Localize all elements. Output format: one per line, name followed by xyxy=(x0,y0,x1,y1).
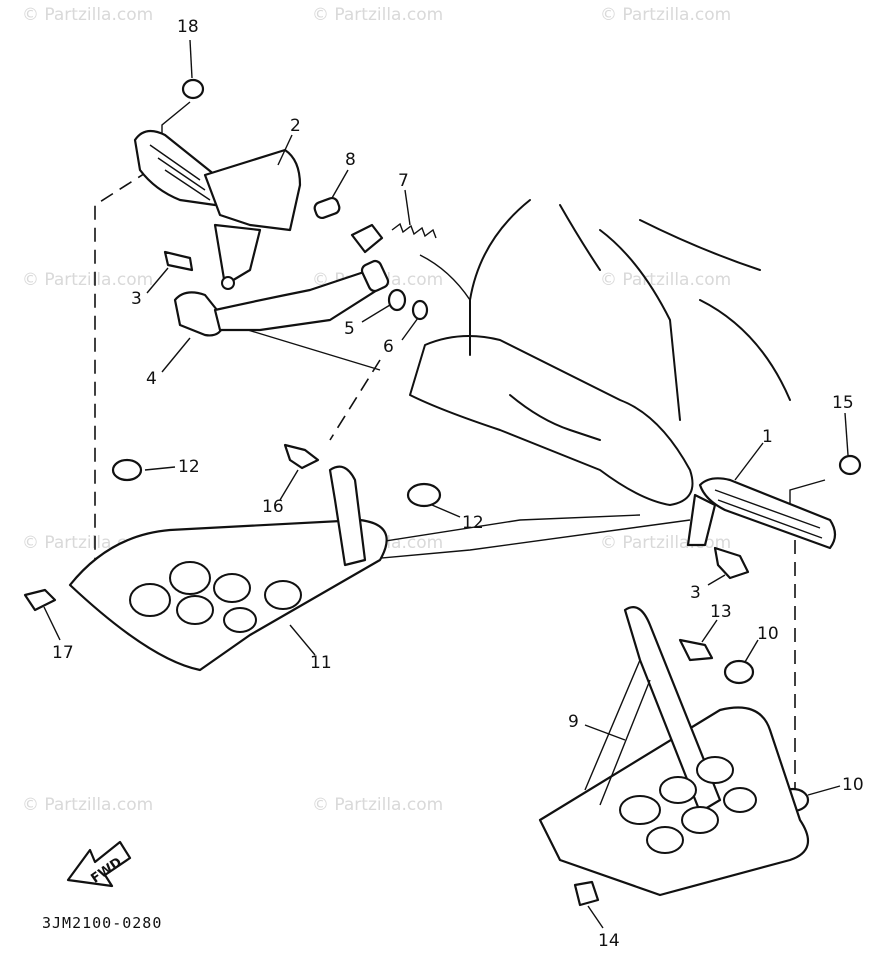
nut-18 xyxy=(181,78,205,100)
callout-10-upper: 10 xyxy=(757,624,779,644)
callout-5: 5 xyxy=(344,319,355,339)
callout-12-right: 12 xyxy=(462,513,484,533)
svg-text:© Partzilla.com: © Partzilla.com xyxy=(312,5,443,25)
callout-17: 17 xyxy=(52,643,74,663)
callout-12-left: 12 xyxy=(178,457,200,477)
grommet-12-right xyxy=(406,482,442,508)
small-parts xyxy=(23,78,862,907)
svg-text:© Partzilla.com: © Partzilla.com xyxy=(600,5,731,25)
left-footrest-bracket xyxy=(133,129,302,287)
brake-pedal xyxy=(173,268,387,337)
callout-8: 8 xyxy=(345,150,356,170)
pin-8 xyxy=(313,196,341,220)
callout-3-right: 3 xyxy=(690,583,701,603)
svg-text:© Partzilla.com: © Partzilla.com xyxy=(600,270,731,290)
clip-6 xyxy=(411,299,429,321)
bolt-3-left xyxy=(163,250,194,272)
callout-16: 16 xyxy=(262,497,284,517)
frame xyxy=(409,199,791,506)
watermarks: © Partzilla.com © Partzilla.com © Partzi… xyxy=(22,5,731,815)
callout-18: 18 xyxy=(177,17,199,37)
callout-6: 6 xyxy=(383,337,394,357)
bolt-17 xyxy=(23,588,57,612)
callout-labels: 18 2 8 7 3 4 5 6 12 16 12 1 15 3 17 11 1… xyxy=(52,17,864,951)
svg-text:© Partzilla.com: © Partzilla.com xyxy=(312,795,443,815)
diagram-code: 3JM2100-0280 xyxy=(42,914,162,932)
left-skid-plate xyxy=(68,465,388,672)
washer-5 xyxy=(387,288,407,312)
callout-7: 7 xyxy=(398,171,409,191)
grommet-10-upper xyxy=(723,659,755,685)
bolt-16 xyxy=(283,443,320,470)
grommet-12-left xyxy=(111,458,143,482)
bracket-clip xyxy=(350,223,384,254)
callout-4: 4 xyxy=(146,369,157,389)
callout-10-lower: 10 xyxy=(842,775,864,795)
collar xyxy=(360,259,390,293)
svg-text:© Partzilla.com: © Partzilla.com xyxy=(22,795,153,815)
callout-3-left: 3 xyxy=(131,289,142,309)
callout-2: 2 xyxy=(290,116,301,136)
callout-leaders xyxy=(43,39,849,929)
callout-9: 9 xyxy=(568,712,579,732)
right-footrest xyxy=(686,477,837,550)
svg-text:© Partzilla.com: © Partzilla.com xyxy=(600,533,731,553)
callout-13: 13 xyxy=(710,602,732,622)
svg-text:© Partzilla.com: © Partzilla.com xyxy=(22,5,153,25)
callout-11: 11 xyxy=(310,653,332,673)
callout-15: 15 xyxy=(832,393,854,413)
right-skid-plate xyxy=(538,606,810,897)
fwd-arrow: FWD xyxy=(66,840,132,888)
bolt-13 xyxy=(678,638,714,662)
spring-7 xyxy=(391,222,437,239)
bolt-14 xyxy=(573,880,600,907)
bolt-3-right xyxy=(713,546,750,580)
svg-text:© Partzilla.com: © Partzilla.com xyxy=(22,270,153,290)
callout-1: 1 xyxy=(762,427,773,447)
nut-15 xyxy=(838,454,862,476)
callout-14: 14 xyxy=(598,931,620,951)
